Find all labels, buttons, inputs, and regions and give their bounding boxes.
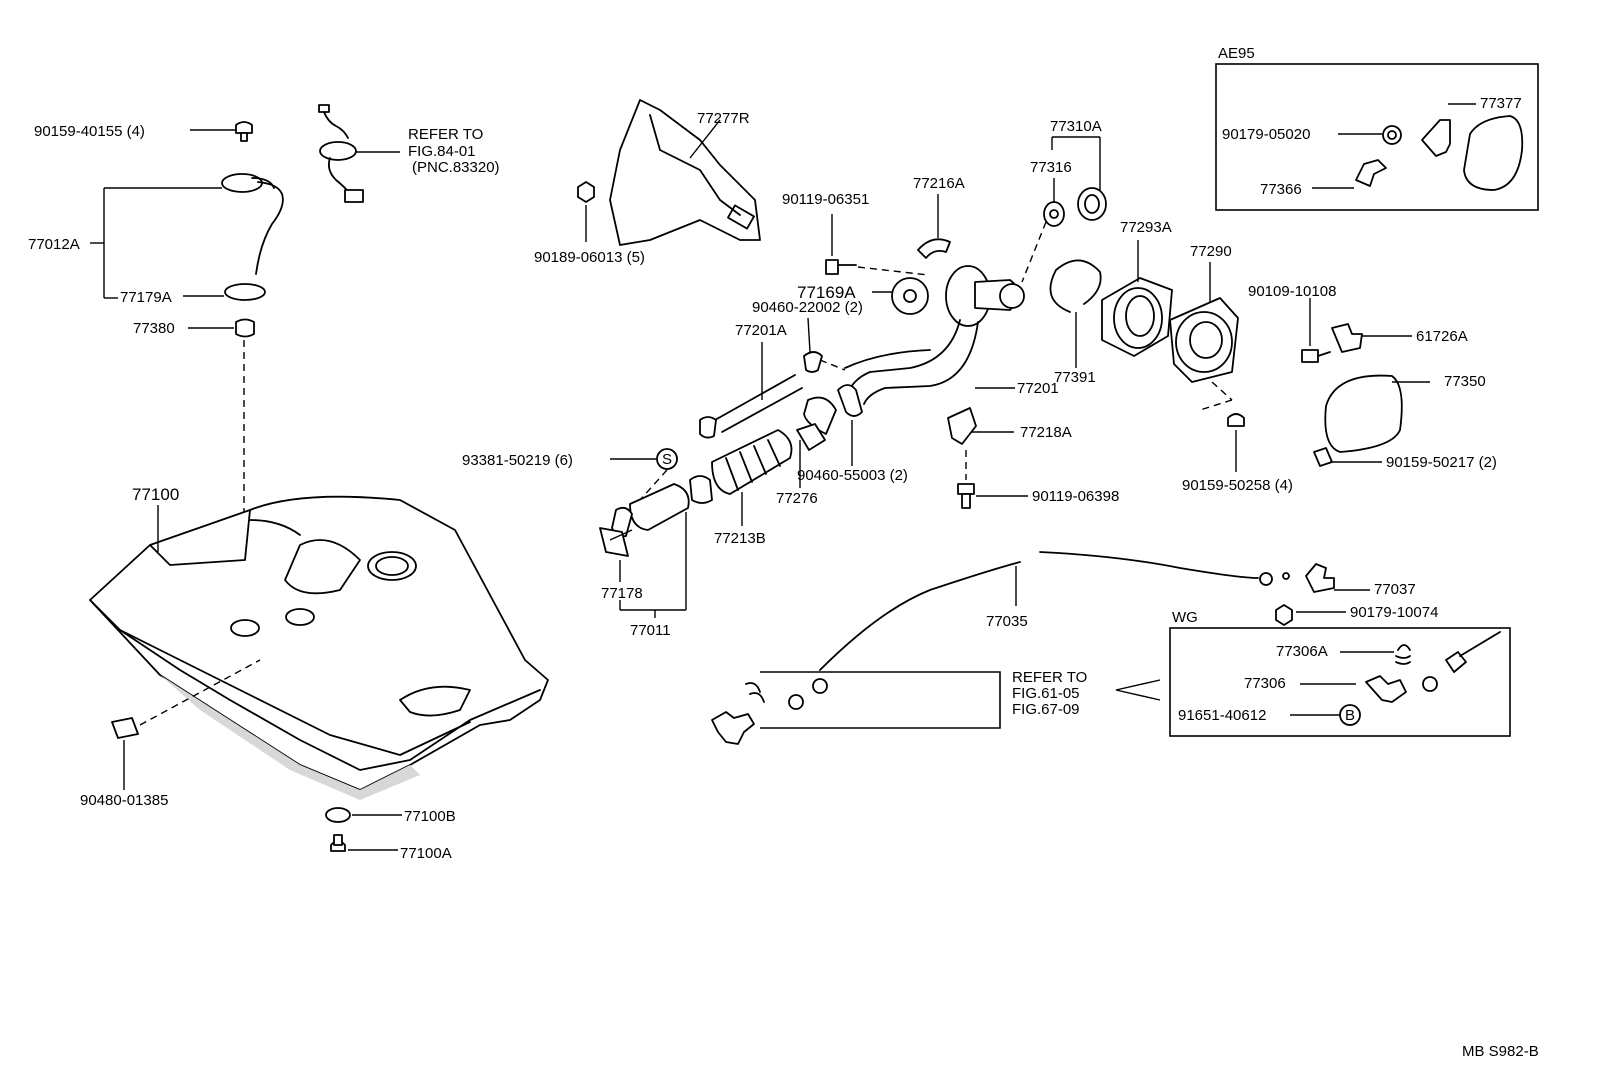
label-77169A: 77169A: [797, 283, 856, 302]
label-90189-06013: 90189-06013 (5): [534, 249, 645, 266]
opener-cable-group: 77035 77037 90179-10074 REFER TO FIG.61-…: [711, 551, 1438, 745]
label-77316: 77316: [1030, 159, 1072, 176]
refer-fig61-line2: FIG.61-05: [1012, 685, 1080, 702]
label-77276: 77276: [776, 490, 818, 507]
wg-title: WG: [1172, 609, 1198, 626]
callout-s: S: [662, 451, 672, 468]
label-90480-01385: 90480-01385: [80, 792, 168, 809]
label-77012A: 77012A: [28, 236, 80, 253]
label-90119-06351: 90119-06351: [782, 191, 869, 208]
label-77201: 77201: [1017, 380, 1059, 397]
label-77216A: 77216A: [913, 175, 965, 192]
label-77306: 77306: [1244, 675, 1286, 692]
label-77306A: 77306A: [1276, 643, 1328, 660]
sender-gauge-group: 90159-40155 (4) 77012A 77179A 77380 REFE…: [28, 104, 500, 620]
figure-code: MB S982-B: [1462, 1043, 1539, 1060]
label-90159-50217: 90159-50217 (2): [1386, 454, 1497, 471]
label-90179-05020: 90179-05020: [1222, 126, 1310, 143]
label-77011: 77011: [630, 622, 671, 639]
refer-fig84-line2: FIG.84-01: [408, 143, 476, 160]
label-90179-10074: 90179-10074: [1350, 604, 1438, 621]
label-77391: 77391: [1054, 369, 1096, 386]
label-77100B: 77100B: [404, 808, 456, 825]
wg-variant-box: WG 77306A 77306 B 91651-40612: [1169, 609, 1511, 737]
label-61726A: 61726A: [1416, 328, 1468, 345]
label-90119-06398: 90119-06398: [1032, 488, 1119, 505]
label-93381-50219: 93381-50219 (6): [462, 452, 573, 469]
label-90109-10108: 90109-10108: [1248, 283, 1336, 300]
label-77380: 77380: [133, 320, 175, 337]
label-77100: 77100: [132, 485, 179, 504]
ae95-title: AE95: [1218, 45, 1255, 62]
refer-fig61-line3: FIG.67-09: [1012, 701, 1080, 718]
label-91651-40612: 91651-40612: [1178, 707, 1266, 724]
label-90159-40155: 90159-40155 (4): [34, 123, 145, 140]
label-77037: 77037: [1374, 581, 1416, 598]
label-77218A: 77218A: [1020, 424, 1072, 441]
label-77277R: 77277R: [697, 110, 750, 127]
label-77179A: 77179A: [120, 289, 172, 306]
label-77178: 77178: [601, 585, 643, 602]
label-90460-55003: 90460-55003 (2): [797, 467, 908, 484]
label-77100A: 77100A: [400, 845, 452, 862]
label-77290: 77290: [1190, 243, 1232, 260]
label-77201A: 77201A: [735, 322, 787, 339]
label-90159-50258: 90159-50258 (4): [1182, 477, 1293, 494]
label-77213B: 77213B: [714, 530, 766, 547]
label-77035: 77035: [986, 613, 1028, 630]
refer-fig84-line1: REFER TO: [408, 126, 483, 143]
fuel-tank: 77100 90480-01385 77100B 77100A: [80, 485, 549, 862]
label-77350: 77350: [1444, 373, 1486, 390]
refer-fig61-line1: REFER TO: [1012, 669, 1087, 686]
filler-cap-group: 77310A 77316 77391 77293A 77290 90159-50…: [1021, 118, 1497, 494]
callout-b: B: [1345, 707, 1355, 724]
label-77310A: 77310A: [1050, 118, 1102, 135]
refer-fig84-line3: (PNC.83320): [412, 159, 500, 176]
ae95-variant-box: AE95 77377 90179-05020 77366: [1215, 45, 1539, 211]
filler-pipe-group: 77277R 90189-06013 (5) 90119-06351 77216…: [462, 99, 1119, 639]
label-77293A: 77293A: [1120, 219, 1172, 236]
label-77377: 77377: [1480, 95, 1522, 112]
label-77366: 77366: [1260, 181, 1302, 198]
label-90460-22002: 90460-22002 (2): [752, 299, 863, 316]
